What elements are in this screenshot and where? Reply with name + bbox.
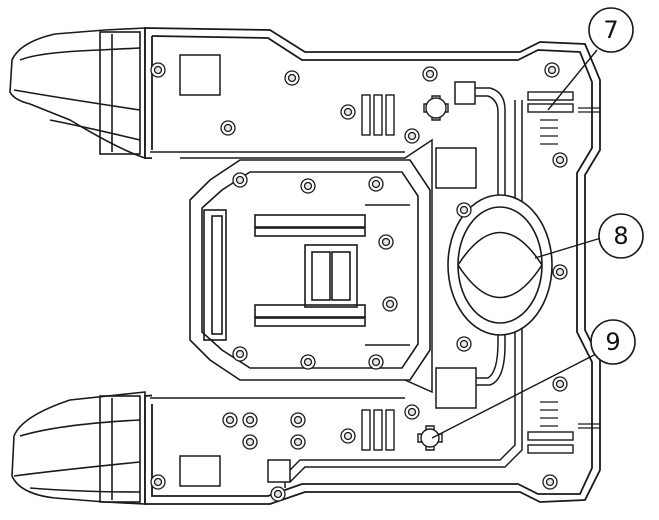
oval-handle xyxy=(447,194,553,336)
screw-hole-center xyxy=(273,489,283,499)
screw-hole-center xyxy=(407,407,417,417)
callout-8: 8 xyxy=(598,213,644,259)
screw-hole-center xyxy=(287,73,297,83)
callout-8-label: 8 xyxy=(613,222,628,250)
top-left-jaw xyxy=(9,27,146,160)
screw-hole-center xyxy=(245,437,255,447)
callout-leaders xyxy=(431,49,602,439)
callout-9: 9 xyxy=(590,319,636,365)
right-connectors xyxy=(540,107,600,429)
screw-hole-center xyxy=(459,339,469,349)
component-pads xyxy=(179,54,477,487)
screw-hole-center xyxy=(425,69,435,79)
screw-hole-center xyxy=(293,415,303,425)
screw-hole-center xyxy=(385,299,395,309)
screw-hole-center xyxy=(381,237,391,247)
screw-hole-center xyxy=(343,431,353,441)
bottom-left-jaw xyxy=(11,391,146,505)
screw-hole-center xyxy=(223,123,233,133)
cross-fittings xyxy=(417,95,449,451)
callout-9-label: 9 xyxy=(605,328,620,356)
screw-holes xyxy=(150,62,568,502)
callout-7: 7 xyxy=(588,7,634,53)
screw-hole-center xyxy=(547,65,557,75)
screw-hole-center xyxy=(371,179,381,189)
screw-hole-center xyxy=(407,131,417,141)
callout-7-label: 7 xyxy=(603,16,618,44)
screw-hole-center xyxy=(555,155,565,165)
screw-hole-center xyxy=(245,415,255,425)
screw-hole-center xyxy=(225,415,235,425)
screw-hole-center xyxy=(153,65,163,75)
screw-hole-center xyxy=(303,357,313,367)
screw-hole-center xyxy=(555,379,565,389)
screw-hole-center xyxy=(555,267,565,277)
screw-hole-center xyxy=(153,477,163,487)
screw-hole-center xyxy=(235,349,245,359)
screw-hole-center xyxy=(303,181,313,191)
screw-hole-center xyxy=(343,107,353,117)
center-cavity xyxy=(189,159,431,381)
screw-hole-center xyxy=(545,477,555,487)
screw-hole-center xyxy=(293,437,303,447)
screw-hole-center xyxy=(235,175,245,185)
screw-hole-center xyxy=(459,205,469,215)
screw-hole-center xyxy=(371,357,381,367)
